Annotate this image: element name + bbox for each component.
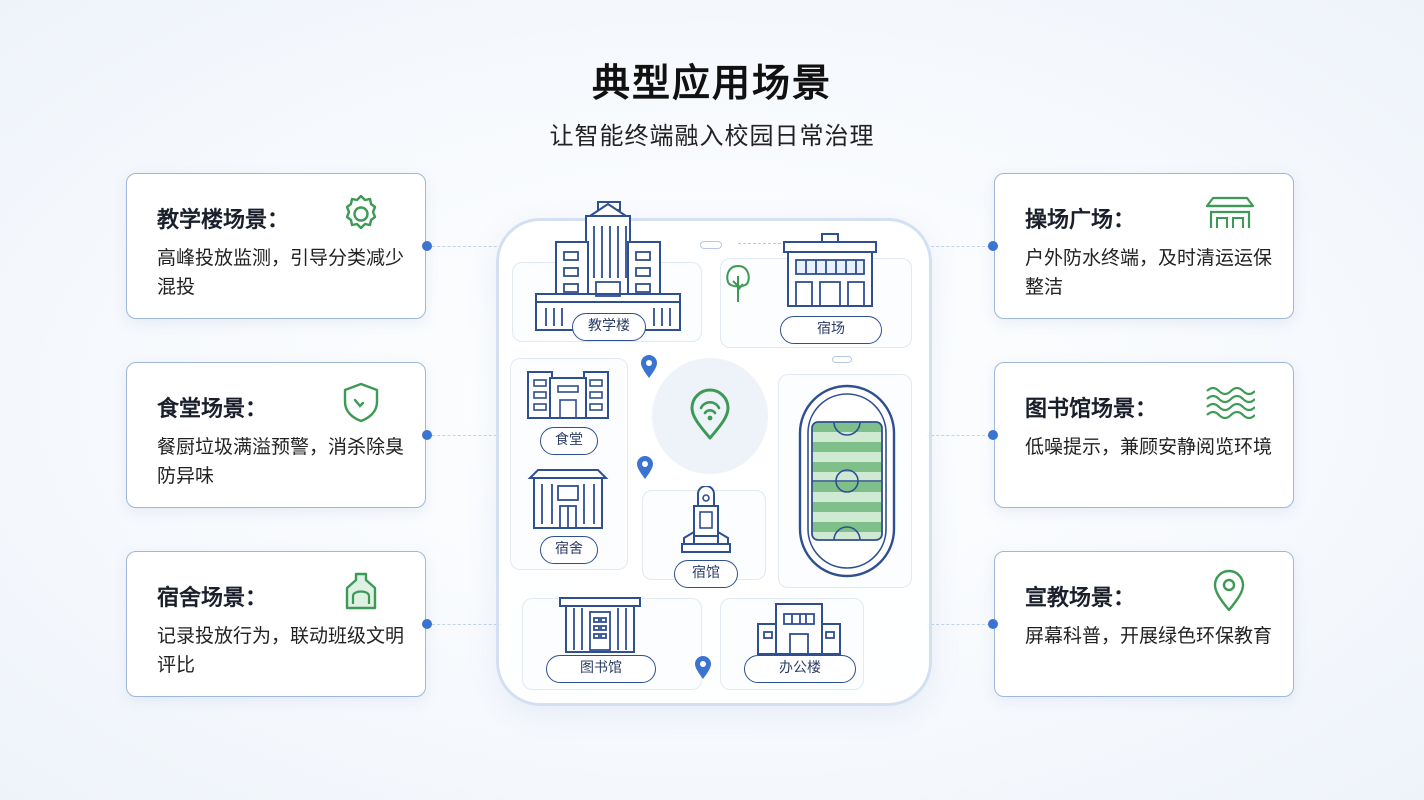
connector-dot <box>422 430 432 440</box>
shield-icon <box>335 379 387 425</box>
card-title: 图书馆场景： <box>1025 397 1158 422</box>
tree-icon <box>724 262 752 306</box>
wave-icon <box>1203 379 1256 425</box>
card-description: 记录投放行为，联动班级文明评比 <box>157 625 405 676</box>
connector-dot <box>988 619 998 629</box>
scenario-card-teaching: 教学楼场景： 高峰投放监测，引导分类减少混投 <box>126 173 426 319</box>
connector-line <box>926 624 990 625</box>
card-title: 教学楼场景： <box>157 208 290 233</box>
card-title: 操场广场： <box>1025 208 1136 233</box>
connector-line <box>926 435 990 436</box>
connector-line <box>926 246 990 247</box>
teaching-building-illustration <box>530 198 686 334</box>
notch-pill <box>832 356 852 363</box>
card-description: 餐厨垃圾满溢预警，消杀除臭防异味 <box>157 436 405 487</box>
connector-dot <box>422 619 432 629</box>
page-title: 典型应用场景 <box>591 61 832 105</box>
scenario-card-playground: 操场广场： 户外防水终端，及时清运运保整洁 <box>994 173 1294 319</box>
connector-dot <box>988 241 998 251</box>
card-description: 屏幕科普，开展绿色环保教育 <box>1025 625 1273 647</box>
map-pin-icon <box>640 355 658 379</box>
map-label-sports: 宿场 <box>780 316 882 344</box>
map-label-library: 图书馆 <box>546 655 656 683</box>
pavilion-icon <box>1203 190 1255 236</box>
map-pin-icon <box>636 456 654 480</box>
scenario-card-canteen: 食堂场景： 餐厨垃圾满溢预警，消杀除臭防异味 <box>126 362 426 508</box>
map-label-office: 办公楼 <box>744 655 856 683</box>
card-title: 宣教场景： <box>1025 586 1136 611</box>
sports-building-illustration <box>782 232 878 310</box>
library-building-illustration <box>558 594 642 656</box>
scenario-card-dorm: 宿舍场景： 记录投放行为，联动班级文明评比 <box>126 551 426 697</box>
card-description: 低噪提示，兼顾安静阅览环境 <box>1025 436 1273 458</box>
monument-illustration <box>680 485 732 554</box>
map-label-library-small: 宿馆 <box>674 560 738 588</box>
map-label-canteen: 食堂 <box>540 427 598 455</box>
smart-terminal-pin-icon <box>690 388 730 440</box>
gear-icon <box>335 190 387 236</box>
connector-line <box>432 435 502 436</box>
office-building-illustration <box>756 600 842 656</box>
canteen-building-illustration <box>526 368 610 422</box>
center-hub <box>652 358 768 474</box>
notch-bar <box>738 243 786 244</box>
map-pin-icon <box>694 656 712 680</box>
scenario-card-library: 图书馆场景： 低噪提示，兼顾安静阅览环境 <box>994 362 1294 508</box>
stadium-illustration <box>798 384 896 578</box>
notch-pill <box>700 241 722 249</box>
card-title: 宿舍场景： <box>157 586 268 611</box>
dorm-building-illustration <box>526 466 610 530</box>
card-description: 高峰投放监测，引导分类减少混投 <box>157 247 405 298</box>
card-title: 食堂场景： <box>157 397 268 422</box>
map-label-dorm: 宿舍 <box>540 536 598 564</box>
bin-icon <box>335 568 387 614</box>
connector-dot <box>988 430 998 440</box>
location-pin-icon <box>1203 568 1255 614</box>
connector-line <box>432 246 502 247</box>
map-label-teaching: 教学楼 <box>572 313 646 341</box>
scenario-card-education: 宣教场景： 屏幕科普，开展绿色环保教育 <box>994 551 1294 697</box>
page-subtitle: 让智能终端融入校园日常治理 <box>549 122 875 150</box>
card-description: 户外防水终端，及时清运运保整洁 <box>1025 247 1273 298</box>
connector-line <box>432 624 502 625</box>
connector-dot <box>422 241 432 251</box>
